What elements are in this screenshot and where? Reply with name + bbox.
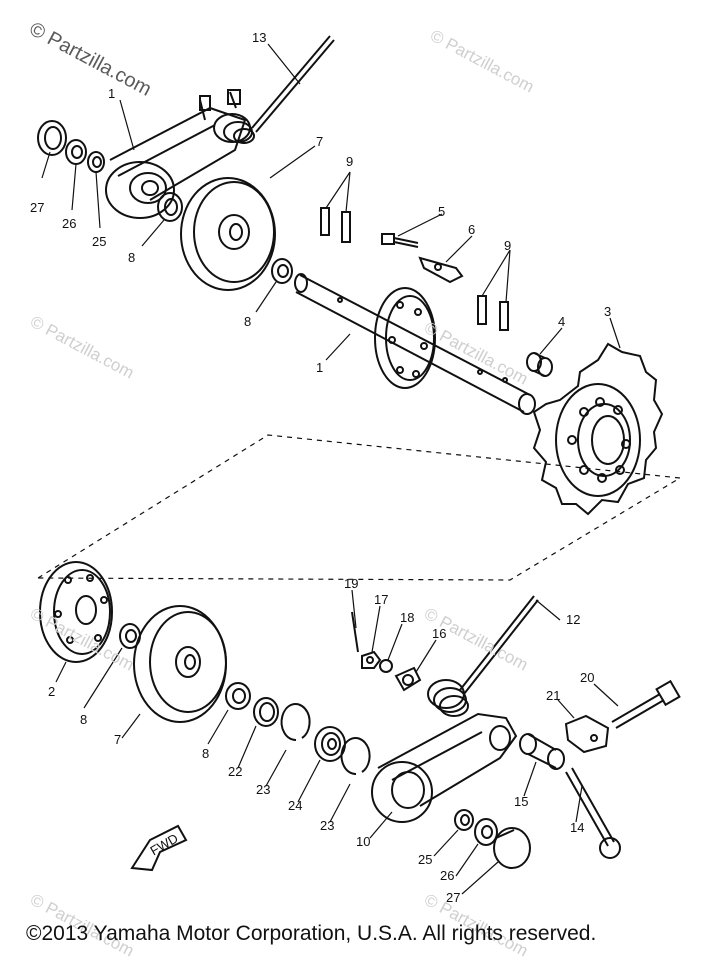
callout-17: 17 bbox=[374, 592, 388, 607]
callout-26-bottom: 26 bbox=[440, 868, 454, 883]
callout-26-top: 26 bbox=[62, 216, 76, 231]
callout-24: 24 bbox=[288, 798, 302, 813]
callout-numbers: 1 13 27 26 25 8 7 9 5 6 9 8 1 4 3 19 17 … bbox=[30, 30, 611, 905]
pins-9-a bbox=[320, 207, 351, 243]
bracket-6 bbox=[418, 256, 464, 284]
callout-9-b: 9 bbox=[504, 238, 511, 253]
callout-7-top: 7 bbox=[316, 134, 323, 149]
callout-21: 21 bbox=[546, 688, 560, 703]
collar-15 bbox=[519, 733, 565, 770]
callout-8-a: 8 bbox=[128, 250, 135, 265]
callout-23-b: 23 bbox=[320, 818, 334, 833]
washer-26-top bbox=[65, 139, 87, 165]
fwd-label: FWD bbox=[148, 831, 181, 859]
callout-7-bottom: 7 bbox=[114, 732, 121, 747]
washer-8-b bbox=[271, 258, 293, 284]
bolt-5 bbox=[381, 233, 419, 248]
drive-shaft-1 bbox=[294, 273, 536, 415]
washer-26-bottom bbox=[474, 818, 498, 846]
callout-25-top: 25 bbox=[92, 234, 106, 249]
callout-8-b: 8 bbox=[244, 314, 251, 329]
spring-13 bbox=[213, 35, 335, 144]
washer-8-d bbox=[225, 682, 251, 710]
callout-1-top: 1 bbox=[108, 86, 115, 101]
drive-sprocket-3 bbox=[532, 342, 664, 516]
callout-8-d: 8 bbox=[202, 746, 209, 761]
cap-27-bottom bbox=[493, 827, 531, 869]
idler-arm-upper bbox=[105, 89, 247, 219]
bracket-21 bbox=[564, 714, 610, 754]
sprocket-plate-2 bbox=[39, 561, 113, 663]
callout-5: 5 bbox=[438, 204, 445, 219]
hub-plate bbox=[374, 287, 436, 389]
callout-9-a: 9 bbox=[346, 154, 353, 169]
callout-25-bottom: 25 bbox=[418, 852, 432, 867]
callout-8-c: 8 bbox=[80, 712, 87, 727]
seal-27-top bbox=[37, 120, 67, 156]
pin-19 bbox=[351, 611, 359, 653]
shaft-14 bbox=[565, 767, 621, 859]
callout-6: 6 bbox=[468, 222, 475, 237]
callout-10: 10 bbox=[356, 834, 370, 849]
bolt-20 bbox=[611, 679, 681, 729]
washer-25-bottom bbox=[454, 809, 474, 831]
washer-25-top bbox=[87, 151, 105, 173]
snap-ring-23-a bbox=[280, 703, 311, 742]
callout-19: 19 bbox=[344, 576, 358, 591]
callout-2: 2 bbox=[48, 684, 55, 699]
callout-15: 15 bbox=[514, 794, 528, 809]
callout-20: 20 bbox=[580, 670, 594, 685]
washer-16 bbox=[394, 666, 422, 692]
callout-27-bottom: 27 bbox=[446, 890, 460, 905]
callout-3: 3 bbox=[604, 304, 611, 319]
assembly-dashed-outline bbox=[35, 434, 682, 581]
callout-16: 16 bbox=[432, 626, 446, 641]
callout-13: 13 bbox=[252, 30, 266, 45]
idler-wheel-7-top bbox=[180, 177, 276, 291]
idler-wheel-7-bottom bbox=[133, 605, 227, 723]
spacer-4 bbox=[526, 352, 553, 377]
callout-14: 14 bbox=[570, 820, 584, 835]
callout-27-top: 27 bbox=[30, 200, 44, 215]
snap-ring-23-b bbox=[340, 737, 371, 776]
leader-lines bbox=[41, 43, 621, 895]
washer-8-a bbox=[157, 192, 183, 222]
nut-17 bbox=[361, 650, 382, 669]
fwd-arrow: FWD bbox=[130, 824, 188, 872]
idler-arm-10 bbox=[371, 712, 518, 823]
spring-12 bbox=[427, 595, 539, 717]
pins-9-b bbox=[477, 295, 509, 331]
callout-4: 4 bbox=[558, 314, 565, 329]
callout-12: 12 bbox=[566, 612, 580, 627]
callout-18: 18 bbox=[400, 610, 414, 625]
washer-18 bbox=[379, 659, 393, 673]
callout-1-shaft: 1 bbox=[316, 360, 323, 375]
callout-22: 22 bbox=[228, 764, 242, 779]
copyright-notice: ©2013 Yamaha Motor Corporation, U.S.A. A… bbox=[26, 922, 597, 945]
callout-23-a: 23 bbox=[256, 782, 270, 797]
bearing-22 bbox=[253, 697, 279, 727]
